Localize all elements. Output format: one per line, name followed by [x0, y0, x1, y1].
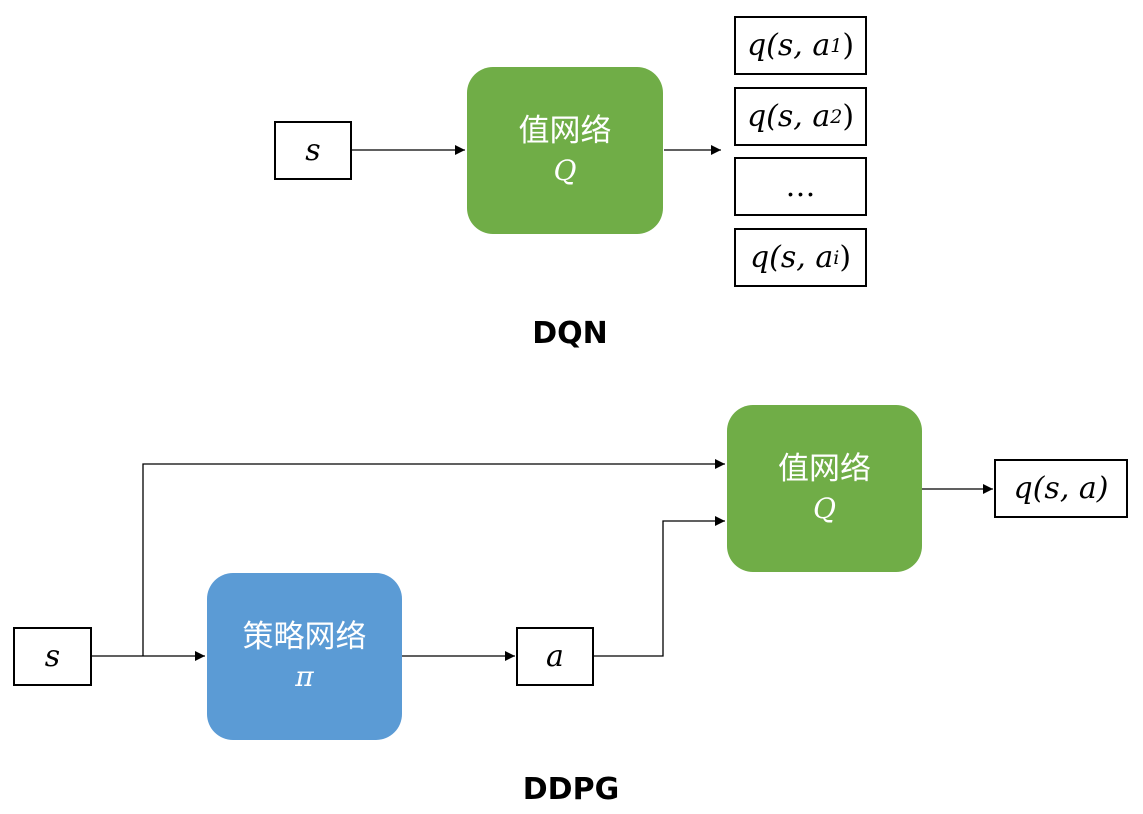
dqn-output-q1-suffix: )	[842, 28, 855, 63]
ddpg-action-a: a	[516, 627, 594, 686]
ddpg-output-q: q(s, a)	[994, 459, 1128, 518]
dqn-output-q1-prefix: q(s, a	[746, 28, 831, 63]
ddpg-policy-network-symbol: π	[295, 659, 314, 693]
ddpg-arrow-a-to-q	[593, 516, 725, 657]
dqn-output-ellipsis-text: …	[785, 169, 816, 204]
dqn-value-network: 值网络 Q	[467, 67, 663, 234]
ddpg-value-network-symbol: Q	[813, 491, 836, 525]
ddpg-input-s: s	[13, 627, 92, 686]
dqn-output-ellipsis: …	[734, 157, 867, 216]
ddpg-value-network: 值网络 Q	[727, 405, 922, 572]
ddpg-input-s-label: s	[44, 639, 61, 674]
dqn-value-network-symbol: Q	[553, 153, 577, 187]
dqn-output-qi-prefix: q(s, a	[749, 240, 834, 275]
ddpg-action-a-label: a	[546, 639, 564, 674]
ddpg-policy-network-name: 策略网络	[242, 618, 367, 655]
ddpg-caption: DDPG	[522, 772, 620, 807]
dqn-input-s-label: s	[305, 133, 321, 168]
dqn-output-qi-suffix: )	[839, 240, 852, 275]
dqn-input-s: s	[274, 121, 352, 180]
ddpg-arrow-s-to-q	[142, 459, 725, 656]
dqn-output-q2-suffix: )	[842, 99, 855, 134]
dqn-value-network-name: 值网络	[518, 112, 612, 149]
ddpg-output-q-label: q(s, a)	[1013, 471, 1109, 506]
ddpg-policy-network: 策略网络 π	[207, 573, 402, 740]
dqn-caption: DQN	[532, 316, 608, 351]
ddpg-value-network-name: 值网络	[778, 450, 871, 487]
dqn-output-q2-prefix: q(s, a	[746, 99, 831, 134]
